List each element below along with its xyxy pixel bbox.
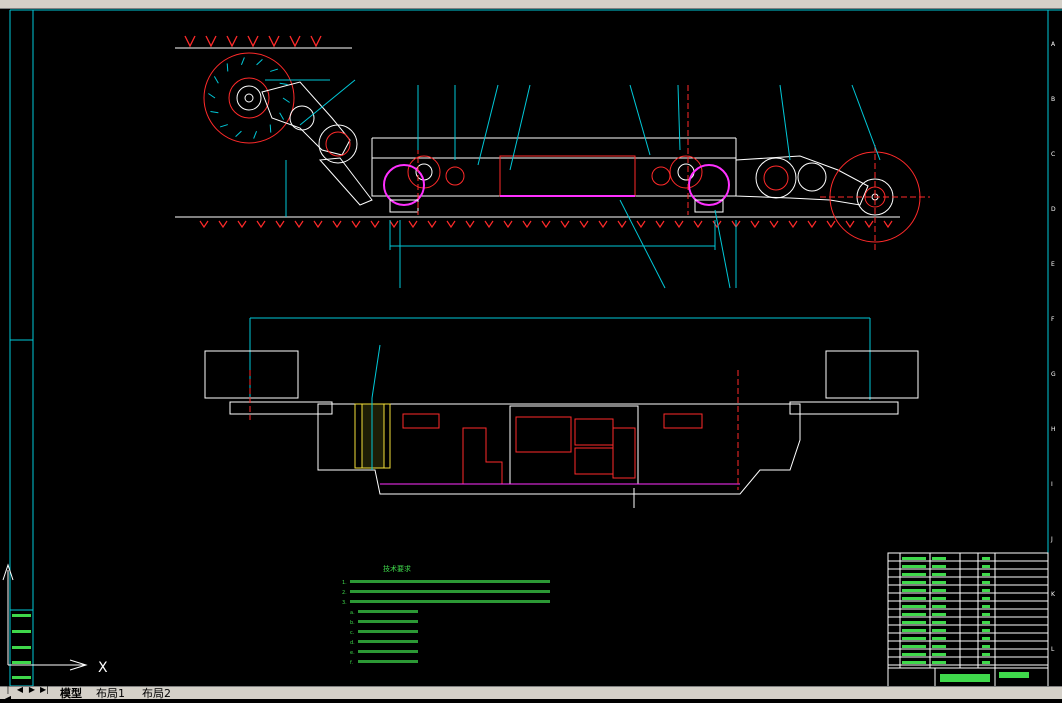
border-letter: L	[1051, 646, 1055, 653]
border-letter: J	[1050, 536, 1053, 543]
notes-line-text-block	[350, 590, 550, 593]
notes-line: c.	[350, 630, 355, 636]
notes-line-text-block	[358, 660, 418, 663]
border-letter: F	[1051, 316, 1055, 323]
frame-left-stack	[12, 614, 31, 679]
notes-line: a.	[350, 610, 355, 616]
drawing-frame	[9, 9, 1062, 690]
ucs-x-label: X	[98, 660, 108, 676]
notes-line-text-block	[350, 600, 550, 603]
border-letter: I	[1051, 481, 1053, 488]
layout-tab-bar: |◀ ◀ ▶ ▶| 模型 布局1 布局2	[0, 685, 1062, 703]
border-letter: G	[1051, 371, 1056, 378]
notes-line: d.	[350, 640, 355, 646]
notes-line: 1.	[342, 580, 347, 586]
notes-line: b.	[350, 620, 355, 626]
tab-model[interactable]: 模型	[60, 687, 82, 700]
notes-line-text-block	[358, 640, 418, 643]
notes-heading: 技术要求	[383, 564, 411, 573]
window-top-bar	[0, 0, 1062, 9]
tab-last-icon[interactable]: ▶|	[40, 685, 49, 694]
ucs-icon	[2, 563, 88, 671]
technical-notes: 技术要求 1. 2. 3.a. b. c. d. e. f.	[342, 564, 550, 666]
notes-line-text-block	[358, 630, 418, 633]
notes-line: 3.	[342, 600, 347, 606]
border-letter: K	[1051, 591, 1056, 598]
notes-line-text-block	[358, 650, 418, 653]
tab-layout1[interactable]: 布局1	[96, 687, 125, 700]
notes-line-text-block	[358, 610, 418, 613]
notes-line-text-block	[358, 620, 418, 623]
shearer-side-view	[175, 35, 930, 289]
frame-right-letters: A B C D E F G H I J K L	[1050, 41, 1056, 653]
tab-first-icon[interactable]: |◀	[4, 685, 12, 703]
tab-next-icon[interactable]: ▶	[28, 685, 36, 694]
border-letter: D	[1051, 206, 1056, 213]
shearer-plan-view	[204, 317, 919, 508]
border-letter: B	[1051, 96, 1055, 103]
tab-prev-icon[interactable]: ◀	[16, 685, 24, 694]
border-letter: E	[1051, 261, 1055, 268]
notes-line-text-block	[350, 580, 550, 583]
title-block	[887, 552, 1049, 690]
tab-layout2[interactable]: 布局2	[142, 687, 171, 700]
border-letter: C	[1051, 151, 1055, 158]
notes-line: e.	[350, 650, 355, 656]
border-letter: H	[1051, 426, 1056, 433]
border-letter: A	[1051, 41, 1056, 48]
notes-line: 2.	[342, 590, 347, 596]
notes-line: f.	[350, 660, 353, 666]
